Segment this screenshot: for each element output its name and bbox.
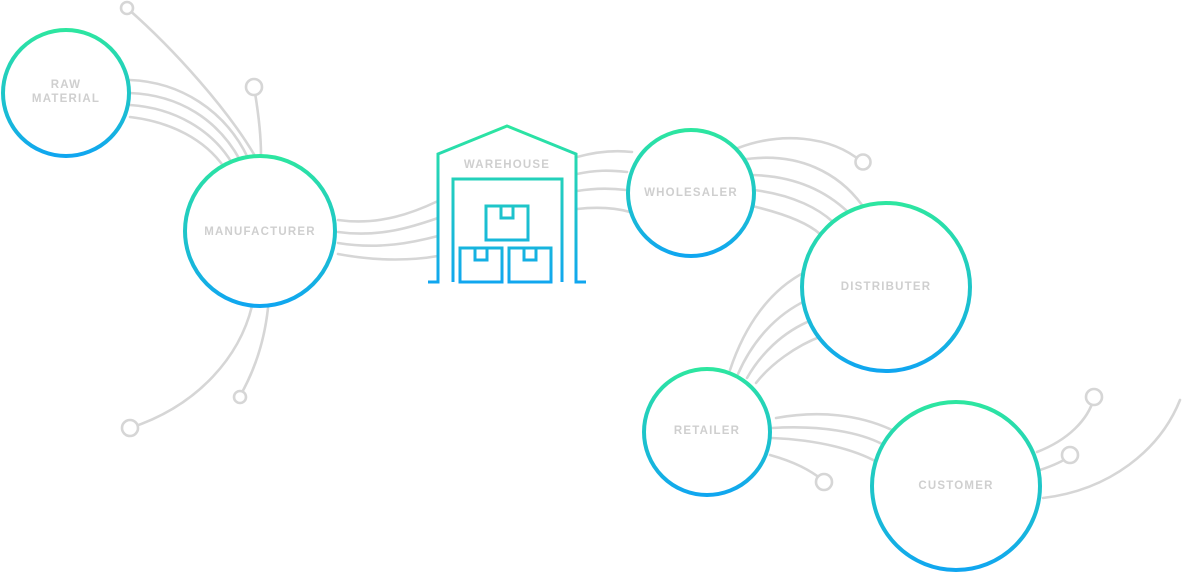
- connector-distributer-to-retailer: [728, 270, 807, 372]
- terminal-dot: [1084, 387, 1104, 407]
- connector-warehouse-to-wholesaler: [575, 149, 634, 159]
- terminal-dot: [854, 153, 872, 171]
- connector-manufacturer-to-warehouse: [336, 199, 440, 223]
- node-ring: [626, 128, 756, 258]
- terminal-dot: [120, 418, 140, 438]
- connector-distributer-to-retailer: [745, 318, 814, 380]
- connector-manufacturer-to-warehouse: [336, 234, 440, 248]
- node-label-wholesaler: WHOLESALER: [644, 187, 738, 199]
- terminal-dot: [1060, 445, 1080, 465]
- connector-manufacturer-branch: [125, 6, 257, 158]
- connector-raw-to-manufacturer: [128, 78, 250, 160]
- connector-wholesaler-to-distributer: [752, 188, 835, 224]
- connector-wholesaler-to-distributer: [750, 204, 822, 236]
- node-ring: [642, 367, 772, 497]
- connector-warehouse-to-wholesaler: [575, 206, 632, 214]
- node-ring: [1, 28, 131, 158]
- node-customer: CUSTOMER: [870, 400, 1042, 572]
- connector-retailer-to-customer: [770, 436, 879, 464]
- node-ring: [870, 400, 1042, 572]
- terminal-dot: [814, 472, 834, 492]
- connector-distributer-to-retailer: [754, 334, 824, 385]
- connector-manufacturer-branch: [128, 304, 254, 430]
- connector-raw-to-manufacturer: [128, 115, 226, 169]
- connector-distributer-to-retailer: [736, 298, 809, 376]
- node-label-raw: RAW: [51, 79, 81, 91]
- connector-wholesaler-to-distributer: [738, 156, 864, 207]
- node-ring: [800, 201, 972, 373]
- node-manufacturer: MANUFACTURER: [183, 154, 337, 308]
- connector-manufacturer-to-warehouse: [336, 216, 440, 235]
- node-label-manufacturer: MANUFACTURER: [204, 226, 316, 238]
- connector-manufacturer-to-warehouse: [336, 252, 440, 261]
- connector-raw-to-manufacturer: [128, 91, 242, 162]
- connector-raw-to-manufacturer: [128, 103, 234, 165]
- connector-retailer-to-customer: [774, 412, 894, 432]
- node-warehouse: WAREHOUSE: [428, 124, 586, 284]
- connector-manufacturer-branch: [238, 306, 270, 398]
- terminal-dot: [244, 77, 264, 97]
- connector-retailer-branch: [768, 453, 826, 483]
- terminal-dot: [232, 389, 248, 405]
- node-ring: [183, 154, 337, 308]
- terminal-dots: [119, 0, 1104, 492]
- connector-wholesaler-to-distributer: [746, 173, 850, 214]
- connector-manufacturer-branch: [252, 85, 263, 157]
- connector-warehouse-to-wholesaler: [575, 169, 629, 176]
- node-label-retailer: RETAILER: [674, 425, 740, 437]
- node-wholesaler: WHOLESALER: [626, 128, 756, 258]
- node-raw-material: RAW MATERIAL: [1, 28, 131, 158]
- connector-warehouse-to-wholesaler: [575, 187, 628, 193]
- connector-wholesaler-branch: [736, 136, 864, 164]
- connector-retailer-to-customer: [770, 426, 886, 447]
- connector-customer-branch: [1041, 398, 1182, 500]
- node-retailer: RETAILER: [642, 367, 772, 497]
- node-label-material: MATERIAL: [32, 93, 100, 105]
- terminal-dot: [119, 0, 135, 16]
- node-distributer: DISTRIBUTER: [800, 201, 972, 373]
- node-label-distributer: DISTRIBUTER: [841, 281, 932, 293]
- warehouse-building-icon: [428, 124, 586, 284]
- node-label-warehouse: WAREHOUSE: [464, 159, 550, 171]
- connector-customer-branch: [1035, 396, 1096, 454]
- node-label-customer: CUSTOMER: [918, 480, 993, 492]
